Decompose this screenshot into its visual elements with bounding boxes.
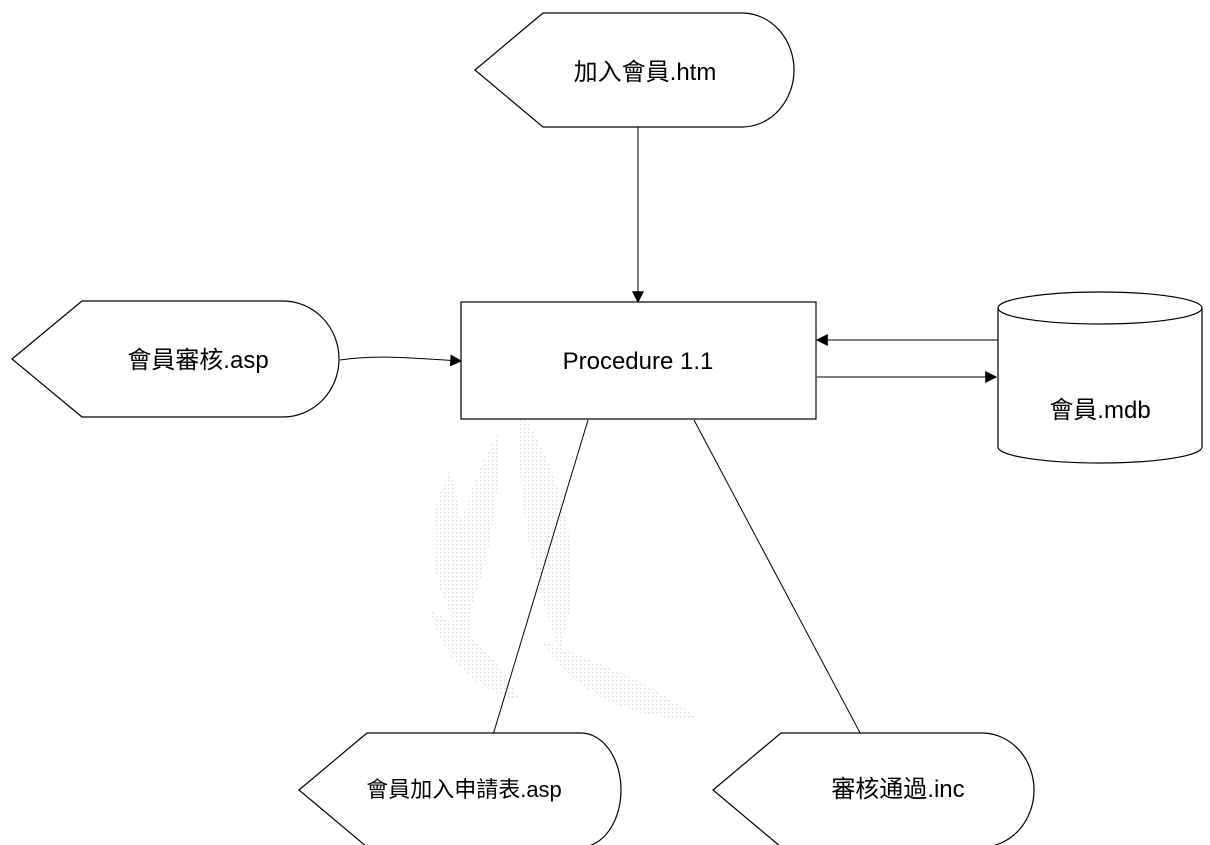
display-node-apply-asp: 會員加入申請表.asp: [298, 732, 622, 845]
display-node-join-htm: 加入會員.htm: [474, 12, 795, 128]
edge-review-to-procedure: [339, 354, 463, 367]
process-node-procedure: Procedure 1.1: [460, 301, 817, 420]
edges: [339, 127, 998, 780]
display-node-approved-inc-label: 審核通過.inc: [831, 776, 964, 803]
process-node-procedure-label: Procedure 1.1: [563, 348, 714, 375]
display-node-approved-inc: 審核通過.inc: [712, 732, 1035, 845]
display-node-join-htm-label: 加入會員.htm: [574, 59, 717, 86]
display-node-apply-asp-label: 會員加入申請表.asp: [366, 777, 562, 802]
database-node-member-mdb-label: 會員.mdb: [1049, 397, 1150, 424]
database-node-member-mdb: 會員.mdb: [997, 291, 1203, 464]
edge-procedure-to-apply: [477, 419, 589, 780]
display-node-review-asp: 會員審核.asp: [11, 300, 340, 418]
display-node-review-asp-label: 會員審核.asp: [127, 347, 268, 374]
edge-procedure-to-approved: [693, 419, 885, 780]
watermark-leaves: [430, 410, 700, 720]
